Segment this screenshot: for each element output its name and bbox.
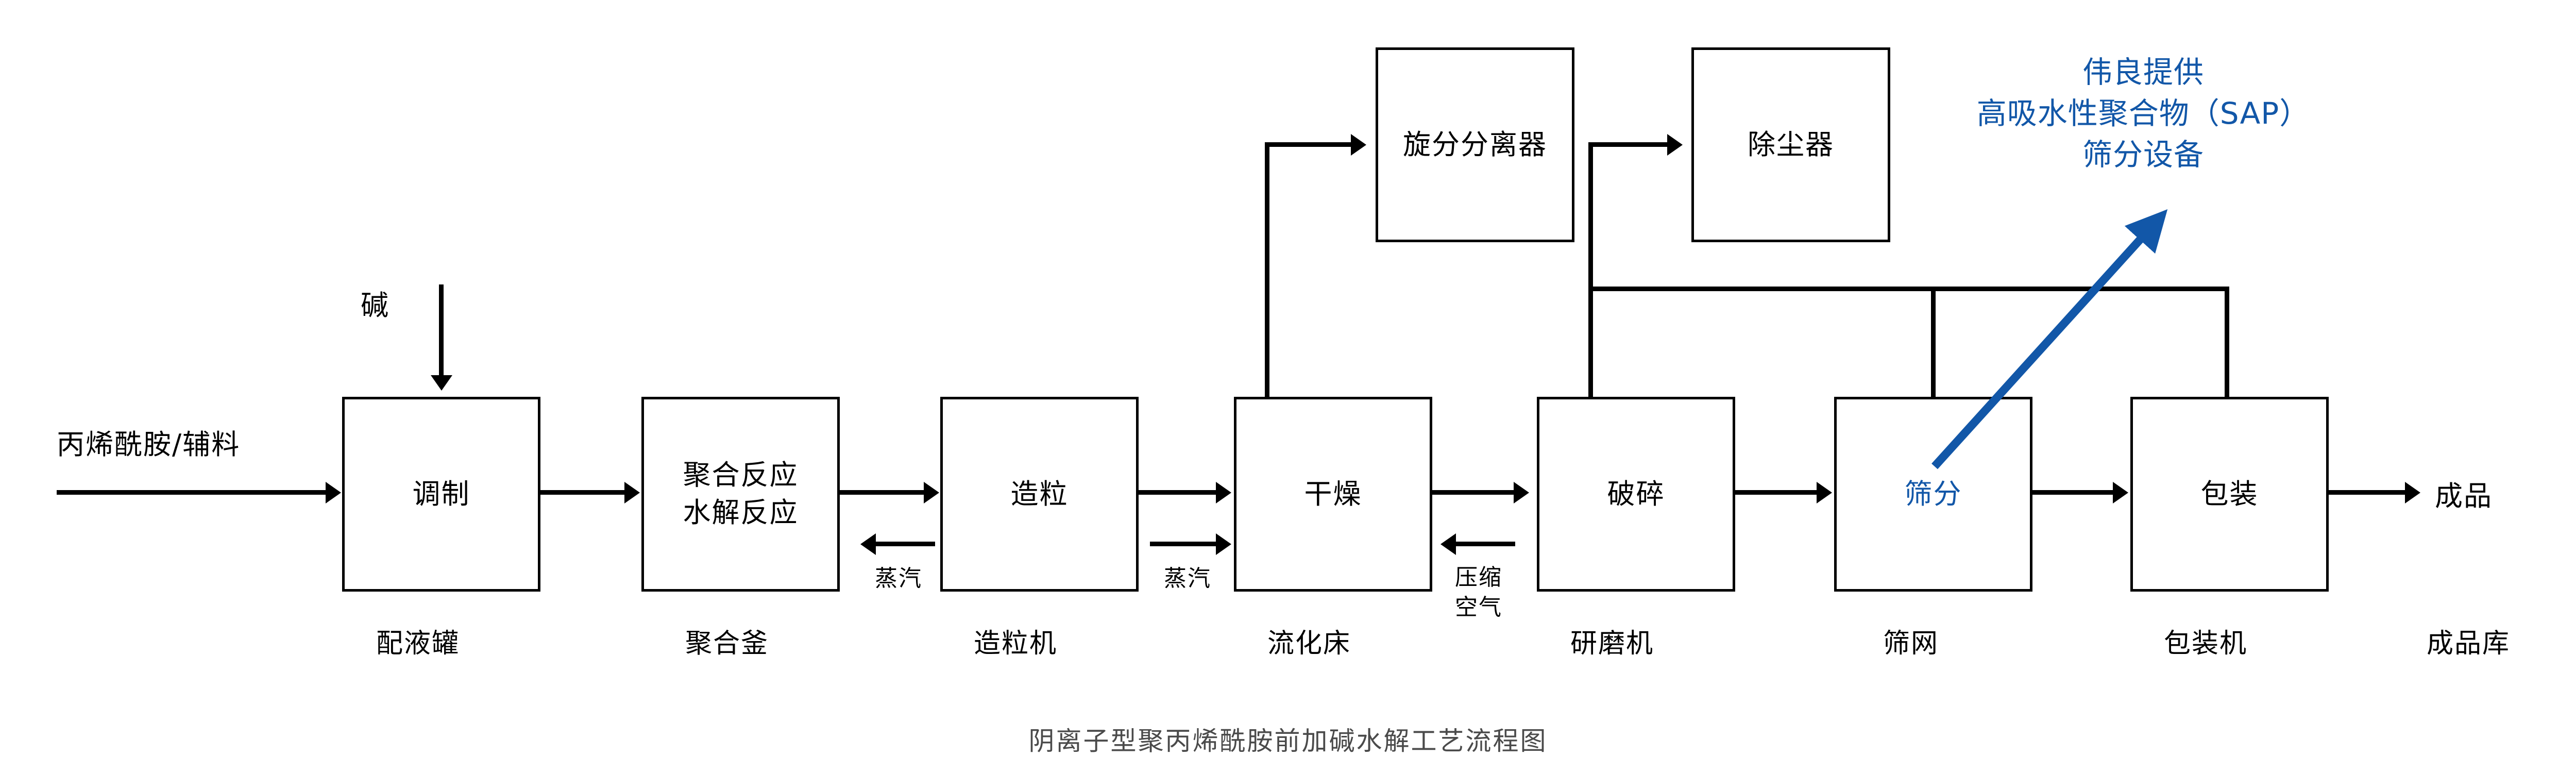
equipment-sublabel-shaiwang: 筛网 <box>1883 628 1939 659</box>
stream-label-steam-2: 蒸汽 <box>1164 565 1211 592</box>
process-box-baozhuang[interactable]: 包装 <box>2130 397 2329 592</box>
connector-alkali-to-tiaozhi <box>439 284 444 378</box>
diagram-caption: 阴离子型聚丙烯酰胺前加碱水解工艺流程图 <box>1028 726 1548 756</box>
connector-ganzao-to-posui <box>1432 490 1515 495</box>
arrowhead-alkali-to-tiaozhi <box>431 375 452 391</box>
process-box-juhe[interactable]: 聚合反应 水解反应 <box>641 397 840 592</box>
stream-label-compressed-air-line1: 压缩 <box>1455 564 1502 591</box>
process-label-baozhuang: 包装 <box>2200 477 2259 510</box>
arrowhead-shaifen-to-baozhuang <box>2113 482 2128 503</box>
equipment-box-dust-collector[interactable]: 除尘器 <box>1691 47 1890 242</box>
process-label-shaifen: 筛分 <box>1904 477 1962 510</box>
equipment-sublabel-baozhuangji: 包装机 <box>2164 628 2248 659</box>
connector-posui-to-dust-collector <box>1588 142 1668 147</box>
annotation-line-2: 高吸水性聚合物（SAP） <box>1976 96 2310 131</box>
process-box-shaifen[interactable]: 筛分 <box>1834 397 2032 592</box>
connector-juhe-to-zaoli <box>840 490 925 495</box>
connector-zaoli-to-ganzao <box>1139 490 1217 495</box>
process-label-tiaozhi: 调制 <box>412 477 470 510</box>
arrowhead-steam2-to-ganzao <box>1216 533 1231 555</box>
connector-shaifen-to-baozhuang <box>2032 490 2114 495</box>
equipment-sublabel-zaoliji: 造粒机 <box>974 628 1058 659</box>
connector-compressed-air <box>1456 542 1515 546</box>
connector-steam1-to-juhe <box>876 542 935 546</box>
annotation-line-1: 伟良提供 <box>2082 55 2204 90</box>
equipment-sublabel-yanmoji: 研磨机 <box>1570 628 1654 659</box>
stream-label-compressed-air-line2: 空气 <box>1455 594 1502 620</box>
stream-label-product-warehouse: 成品库 <box>2427 628 2511 659</box>
arrowhead-zaoli-to-ganzao <box>1216 482 1231 503</box>
equipment-label-dust-collector: 除尘器 <box>1748 128 1834 161</box>
arrowhead-baozhuang-to-product <box>2405 482 2420 503</box>
arrowhead-ganzao-to-posui <box>1514 482 1529 503</box>
arrowhead-ganzao-to-cyclone <box>1351 134 1366 156</box>
equipment-box-cyclone-separator[interactable]: 旋分分离器 <box>1376 47 1574 242</box>
connector-ganzao-riser <box>1265 142 1269 399</box>
connector-dust-bus-drop-to-shaifen <box>1931 287 1936 399</box>
connector-tiaozhi-to-juhe <box>540 490 626 495</box>
arrowhead-juhe-to-zaoli <box>924 482 939 503</box>
annotation-block: 伟良提供 高吸水性聚合物（SAP） 筛分设备 <box>1953 52 2334 175</box>
connector-posui-riser <box>1588 142 1593 399</box>
process-label-ganzao: 干燥 <box>1304 477 1362 510</box>
connector-baozhuang-to-product <box>2329 490 2406 495</box>
connector-dust-bus-drop-to-baozhuang <box>2225 287 2229 399</box>
process-label-juhe-line2: 水解反应 <box>683 496 799 529</box>
process-box-ganzao[interactable]: 干燥 <box>1234 397 1432 592</box>
arrowhead-posui-to-dust-collector <box>1667 134 1683 156</box>
connector-ganzao-to-cyclone <box>1265 142 1352 147</box>
process-box-tiaozhi[interactable]: 调制 <box>342 397 540 592</box>
process-label-posui: 破碎 <box>1607 477 1665 510</box>
equipment-sublabel-peiyeguan: 配液罐 <box>376 628 460 659</box>
process-box-posui[interactable]: 破碎 <box>1537 397 1735 592</box>
stream-label-product: 成品 <box>2435 480 2493 512</box>
process-label-juhe-line1: 聚合反应 <box>683 459 799 492</box>
arrowhead-posui-to-shaifen <box>1817 482 1832 503</box>
stream-label-alkali: 碱 <box>361 289 389 322</box>
equipment-label-cyclone-separator: 旋分分离器 <box>1403 128 1547 161</box>
arrowhead-tiaozhi-to-juhe <box>624 482 640 503</box>
process-label-zaoli: 造粒 <box>1010 477 1069 510</box>
equipment-sublabel-liuhuachuang: 流化床 <box>1267 628 1351 659</box>
arrowhead-steam1-to-juhe <box>860 533 876 555</box>
stream-label-steam-1: 蒸汽 <box>875 565 922 592</box>
connector-dust-bus-horizontal <box>1588 287 2229 291</box>
arrowhead-compressed-air <box>1440 533 1456 555</box>
annotation-line-3: 筛分设备 <box>2082 137 2204 173</box>
process-box-zaoli[interactable]: 造粒 <box>940 397 1139 592</box>
connector-feed-to-tiaozhi <box>57 490 327 495</box>
connector-steam2-to-ganzao <box>1150 542 1217 546</box>
connector-posui-to-shaifen <box>1735 490 1818 495</box>
arrowhead-feed-to-tiaozhi <box>326 482 341 503</box>
equipment-sublabel-juhefu: 聚合釜 <box>685 628 769 659</box>
stream-label-feed: 丙烯酰胺/辅料 <box>57 428 241 461</box>
